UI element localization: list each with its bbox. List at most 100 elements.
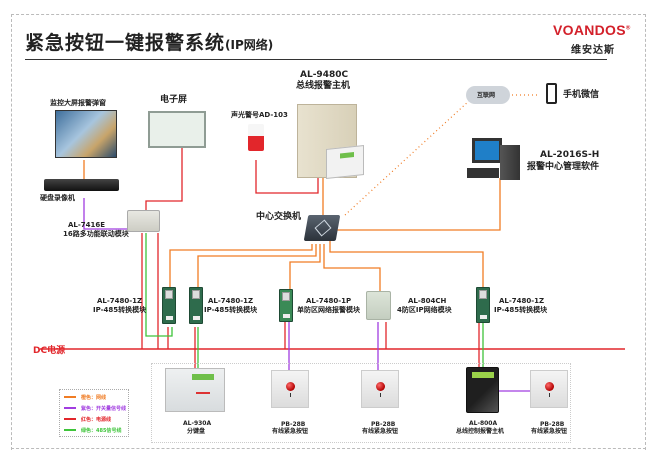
button-2-model: PB-28B (371, 421, 396, 428)
converter-1-image (162, 287, 176, 324)
lcd-display (472, 372, 494, 378)
wire-switch-conv2 (197, 244, 317, 290)
brand-logo: VOANDOS® (553, 22, 631, 38)
phone-label: 手机微信 (563, 90, 600, 100)
four-zone-model: AL-804CH (408, 297, 447, 305)
nvr-label: 硬盘录像机 (40, 194, 75, 202)
converter-3-image (476, 287, 490, 323)
registered-mark: ® (625, 25, 631, 32)
keypad-model: AL-930A (183, 420, 212, 427)
strobe-image (248, 124, 264, 151)
brand-name: VOANDOS (553, 22, 626, 38)
legend-label: 红色：电源线 (81, 416, 112, 423)
linkage-model: AL-7416E (68, 221, 106, 229)
title-suffix: (IP网络) (225, 38, 274, 52)
bus-controller-image (466, 367, 499, 413)
conv3-label: IP-485转换模块 (494, 306, 548, 314)
title-main: 紧急按钮一键报警系统 (25, 32, 226, 54)
emergency-button-1-image (271, 370, 309, 408)
internet-cloud-icon (466, 86, 510, 104)
pc-tower-icon (500, 145, 520, 180)
rs485-wires (145, 233, 484, 369)
network-wires (83, 160, 501, 292)
switch-label: 中心交换机 (256, 212, 302, 222)
wire-switch-conv1 (169, 244, 313, 290)
button-3-label: 有线紧急按钮 (531, 428, 568, 435)
single-zone-module-image (279, 289, 293, 322)
keypad-logo (196, 392, 210, 394)
phone-icon (546, 83, 557, 104)
diagram-frame (11, 14, 646, 450)
strobe-label: 声光警号AD-103 (231, 111, 288, 119)
single-zone-model: AL-7480-1P (306, 297, 352, 305)
wire-linkage-conv1 (145, 233, 173, 337)
dc-power-label: DC电源 (33, 346, 66, 356)
switch-image (303, 215, 341, 241)
bus-controller-label: 总线控制报警主机 (456, 428, 505, 435)
internet-wires (344, 94, 540, 216)
linkage-label: 16路多功能联动模块 (63, 230, 129, 238)
nvr-image (44, 179, 119, 191)
title-divider (25, 59, 607, 60)
red-button-icon (285, 381, 295, 391)
wire-screen-linkage (145, 148, 183, 210)
wire-switch-singlezone (289, 244, 321, 290)
wire-switch-conv3 (329, 240, 484, 290)
button-3-model: PB-28B (540, 421, 565, 428)
legend: 橙色：网线 紫色：开关量信号线 红色：电源线 绿色：485信号线 (59, 389, 129, 437)
keypad-label: 分键盘 (187, 428, 206, 435)
converter-2-image (189, 287, 203, 324)
conv1-model: AL-7480-1Z (97, 297, 143, 305)
legend-item-rs485: 绿色：485信号线 (64, 426, 121, 434)
pc-model: AL-2016S-H (540, 150, 600, 160)
button-1-label: 有线紧急按钮 (272, 428, 309, 435)
legend-label: 绿色：485信号线 (81, 427, 122, 434)
brand-cn: 维安达斯 (571, 45, 615, 56)
host-label: 总线报警主机 (296, 81, 351, 91)
wire-switch-pc (335, 178, 501, 231)
legend-item-network: 橙色：网线 (64, 393, 106, 401)
red-button-icon (544, 381, 554, 391)
red-button-icon (375, 381, 385, 391)
power-wires (40, 148, 625, 369)
keypad-930a-image (165, 368, 225, 412)
host-keypad-image (326, 145, 364, 179)
pc-keyboard-icon (467, 168, 499, 178)
screen-label: 电子屏 (160, 95, 188, 105)
legend-swatch-purple (64, 407, 76, 409)
legend-label: 紫色：开关量信号线 (81, 405, 127, 412)
lcd-display (340, 152, 354, 159)
host-model: AL-9480C (300, 70, 349, 80)
four-zone-module-image (366, 291, 391, 320)
video-wall-image (55, 110, 117, 158)
page-title: 紧急按钮一键报警系统(IP网络) (25, 28, 273, 55)
four-zone-label: 4防区IP网络模块 (397, 306, 452, 314)
terminal-device-group (151, 363, 571, 443)
wire-switch-fourzone (323, 244, 381, 292)
legend-swatch-orange (64, 396, 76, 398)
electronic-screen-image (148, 111, 206, 148)
emergency-button-2-image (361, 370, 399, 408)
diagram-frame-bottom (11, 448, 646, 449)
linkage-module-image (127, 210, 160, 232)
conv2-model: AL-7480-1Z (208, 297, 254, 305)
button-1-model: PB-28B (281, 421, 306, 428)
wire-switch-cloud (344, 99, 471, 216)
emergency-button-3-image (530, 370, 568, 408)
conv1-label: IP-485转换模块 (93, 306, 147, 314)
lcd-display (192, 374, 214, 380)
legend-swatch-red (64, 418, 76, 420)
legend-item-signal: 紫色：开关量信号线 (64, 404, 126, 412)
single-zone-label: 单防区网络报警模块 (297, 306, 360, 314)
bus-controller-model: AL-800A (469, 420, 498, 427)
legend-item-power: 红色：电源线 (64, 415, 111, 423)
conv3-model: AL-7480-1Z (499, 297, 545, 305)
video-wall-label: 监控大屏报警弹窗 (50, 99, 106, 107)
cloud-label: 互联网 (477, 92, 496, 99)
pc-monitor-icon (472, 138, 502, 163)
wire-strobe-host (255, 160, 319, 194)
conv2-label: IP-485转换模块 (204, 306, 258, 314)
legend-label: 橙色：网线 (81, 394, 107, 401)
pc-label: 报警中心管理软件 (527, 162, 600, 172)
